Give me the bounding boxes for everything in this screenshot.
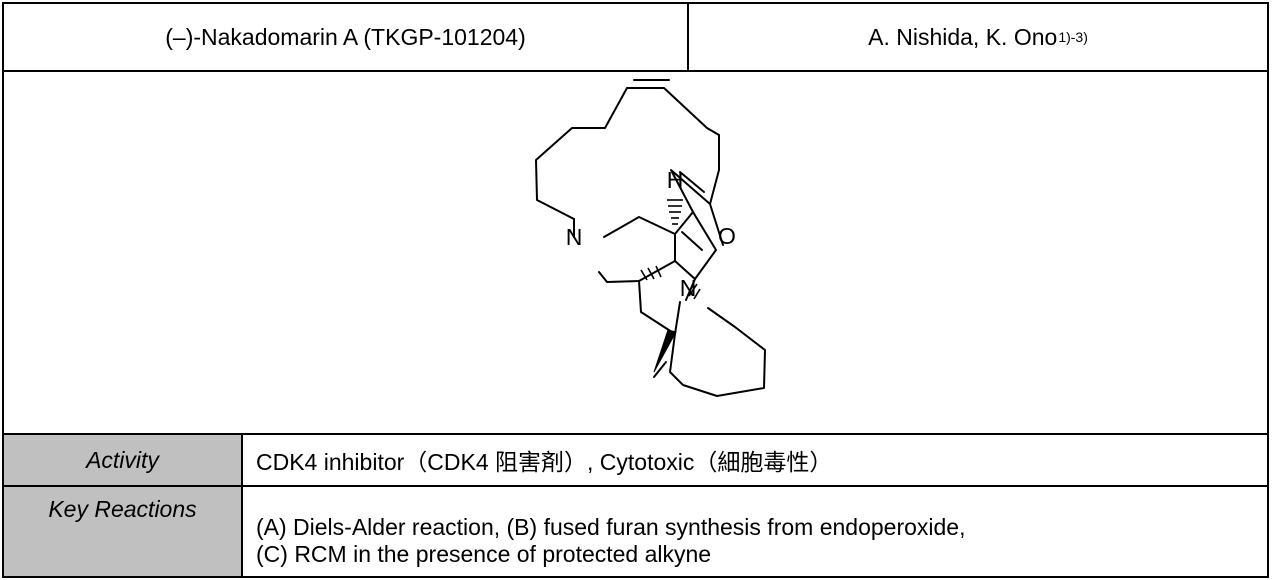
compound-name-cell: (–)-Nakadomarin A (TKGP-101204): [2, 2, 689, 72]
activity-value-cell: CDK4 inhibitor（CDK4 阻害剤）, Cytotoxic（細胞毒性…: [241, 433, 1269, 487]
key-reactions-label: Key Reactions: [48, 496, 197, 522]
atom-label-n-right: N: [680, 275, 697, 301]
activity-label: Activity: [86, 446, 159, 473]
key-reactions-value-cell: (A) Diels-Alder reaction, (B) fused fura…: [241, 485, 1269, 578]
key-reactions-line-1: (A) Diels-Alder reaction, (B) fused fura…: [256, 514, 966, 540]
activity-label-cell: Activity: [2, 433, 243, 487]
nakadomarin-structure-diagram: N N O H: [535, 79, 766, 397]
atom-label-o: O: [718, 223, 736, 249]
authors-reference: 1)-3): [1058, 29, 1088, 45]
atom-label-h: H: [667, 167, 684, 193]
structure-cell: N N O H: [2, 70, 1269, 435]
compound-name: (–)-Nakadomarin A (TKGP-101204): [165, 23, 526, 50]
key-reactions-label-cell: Key Reactions: [2, 485, 243, 578]
authors: A. Nishida, K. Ono: [868, 23, 1058, 50]
atom-label-n-left: N: [566, 224, 583, 250]
activity-value: CDK4 inhibitor（CDK4 阻害剤）, Cytotoxic（細胞毒性…: [256, 449, 833, 475]
key-reactions-line-2: (C) RCM in the presence of protected alk…: [256, 541, 712, 567]
